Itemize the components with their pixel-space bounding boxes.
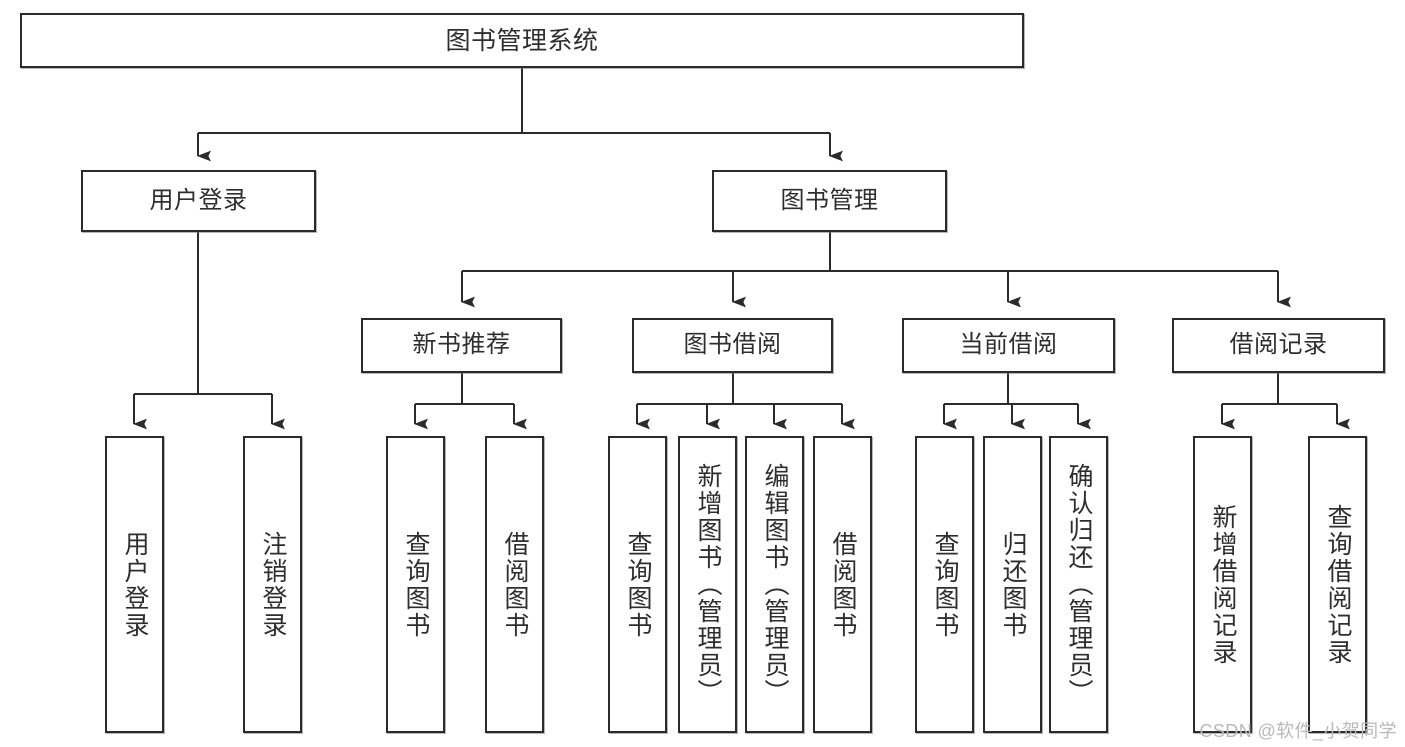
node-current-borrow[interactable]: 当前借阅 bbox=[902, 318, 1115, 373]
node-borrow-record-label: 借阅记录 bbox=[1229, 331, 1328, 359]
node-leaf-br-query[interactable]: 查询借阅记录 bbox=[1308, 436, 1367, 733]
node-new-book-rec-label: 新书推荐 bbox=[412, 331, 511, 359]
node-leaf-cb-return[interactable]: 归还图书 bbox=[983, 436, 1042, 733]
node-leaf-rec-borrow-label: 借阅图书 bbox=[501, 530, 529, 639]
node-borrow-record[interactable]: 借阅记录 bbox=[1172, 318, 1385, 373]
node-leaf-br-query-label: 查询借阅记录 bbox=[1324, 503, 1352, 666]
node-leaf-br-add-label: 新增借阅记录 bbox=[1209, 503, 1237, 666]
node-book-manage[interactable]: 图书管理 bbox=[712, 170, 947, 232]
node-user-login-label: 用户登录 bbox=[149, 186, 248, 214]
node-leaf-bb-edit[interactable]: 编辑图书（管理员） bbox=[745, 436, 804, 733]
node-new-book-rec[interactable]: 新书推荐 bbox=[361, 318, 562, 373]
node-leaf-rec-query[interactable]: 查询图书 bbox=[386, 436, 445, 733]
node-book-manage-label: 图书管理 bbox=[780, 186, 879, 214]
node-leaf-user-login-label: 用户登录 bbox=[121, 530, 149, 639]
node-leaf-bb-edit-label: 编辑图书（管理员） bbox=[761, 463, 789, 706]
node-leaf-br-add[interactable]: 新增借阅记录 bbox=[1193, 436, 1252, 733]
node-leaf-cb-confirm-label: 确认归还（管理员） bbox=[1065, 463, 1093, 706]
node-leaf-bb-query[interactable]: 查询图书 bbox=[608, 436, 667, 733]
node-leaf-rec-borrow[interactable]: 借阅图书 bbox=[485, 436, 544, 733]
node-book-borrow[interactable]: 图书借阅 bbox=[632, 318, 833, 373]
node-leaf-bb-borrow[interactable]: 借阅图书 bbox=[813, 436, 872, 733]
node-root-label: 图书管理系统 bbox=[445, 26, 599, 55]
node-leaf-bb-add[interactable]: 新增图书（管理员） bbox=[678, 436, 737, 733]
node-leaf-cb-confirm[interactable]: 确认归还（管理员） bbox=[1049, 436, 1108, 733]
node-leaf-bb-add-label: 新增图书（管理员） bbox=[694, 463, 722, 706]
node-leaf-bb-borrow-label: 借阅图书 bbox=[829, 530, 857, 639]
node-root[interactable]: 图书管理系统 bbox=[20, 13, 1024, 68]
node-leaf-user-logout[interactable]: 注销登录 bbox=[243, 436, 302, 733]
node-leaf-user-login[interactable]: 用户登录 bbox=[105, 436, 164, 733]
node-book-borrow-label: 图书借阅 bbox=[683, 331, 782, 359]
node-leaf-rec-query-label: 查询图书 bbox=[402, 530, 430, 639]
node-leaf-user-logout-label: 注销登录 bbox=[259, 530, 287, 639]
node-leaf-cb-query[interactable]: 查询图书 bbox=[915, 436, 974, 733]
node-leaf-cb-query-label: 查询图书 bbox=[931, 530, 959, 639]
node-leaf-cb-return-label: 归还图书 bbox=[999, 530, 1027, 639]
node-leaf-bb-query-label: 查询图书 bbox=[624, 530, 652, 639]
node-current-borrow-label: 当前借阅 bbox=[959, 331, 1058, 359]
node-user-login[interactable]: 用户登录 bbox=[81, 170, 316, 232]
